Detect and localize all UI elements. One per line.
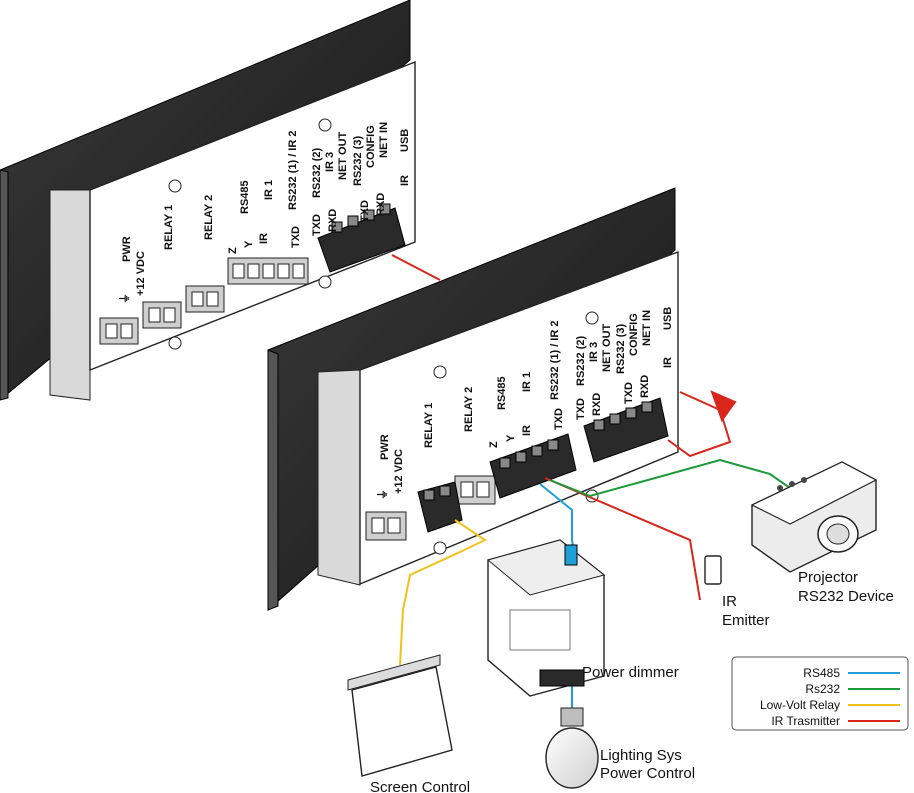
ir-emitter-label-2: Emitter (722, 612, 770, 629)
mount-hole (318, 118, 332, 132)
mount-hole (433, 365, 447, 379)
txd-label: TXD (575, 398, 587, 420)
net-out-label: NET OUT (337, 131, 349, 180)
ir-emitter-cable (544, 477, 701, 601)
ground-symbol: ⏚ (376, 489, 389, 500)
rxd-label: RXD (639, 375, 651, 398)
lighting-label-2: Power Control (600, 765, 695, 782)
pwr-label: PWR (379, 434, 391, 460)
power-dimmer: Power dimmer (486, 539, 679, 697)
front-panel: PWR +12 VDC ⏚ RELAY 1 RELAY 2 RS485 Z Y … (267, 187, 679, 612)
legend-label: IR Trasmitter (771, 714, 840, 728)
txd-label: TXD (290, 226, 302, 248)
rs485-label: RS485 (239, 180, 251, 214)
rs232-2-label: RS232 (2) (575, 336, 587, 386)
front-panel-box-side (317, 369, 361, 586)
screen-control-label: Screen Control (370, 779, 470, 793)
net-out-label: NET OUT (601, 323, 613, 372)
projection-screen: Screen Control (347, 654, 470, 793)
lighting-label-1: Lighting Sys (600, 747, 682, 764)
pwr-label: PWR (121, 236, 133, 262)
mount-hole (168, 336, 182, 350)
rear-panel-face (89, 60, 416, 372)
rs485-ir-plug (489, 433, 577, 499)
relay-cable (399, 519, 488, 666)
legend-label: Low-Volt Relay (760, 698, 840, 712)
rxd-label: RXD (327, 209, 339, 232)
relay-plug (417, 481, 463, 533)
z-label: Z (227, 247, 239, 254)
ir1-label: IR 1 (521, 372, 533, 392)
config-label: CONFIG (365, 125, 377, 168)
txd-label: TXD (311, 214, 323, 236)
front-terminal-strip (365, 475, 496, 541)
relay1-label: RELAY 1 (423, 403, 435, 448)
rear-panel-box-side (49, 189, 91, 401)
txd-label: TXD (623, 382, 635, 404)
y-label: Y (243, 240, 255, 248)
front-panel-labels: PWR +12 VDC ⏚ RELAY 1 RELAY 2 RS485 Z Y … (376, 307, 674, 500)
rs232-ir2-label: RS232 (1) / IR 2 (287, 131, 299, 210)
ir-emitter: IR Emitter (704, 555, 770, 629)
cables (391, 254, 791, 710)
legend-label: RS485 (803, 666, 840, 680)
txd-label: TXD (553, 408, 565, 430)
ir-emitter-label-1: IR (722, 593, 737, 610)
txd-label: TXD (359, 200, 371, 222)
ir-short-label: IR (258, 233, 270, 244)
rxd-label: RXD (591, 393, 603, 416)
rxd-label: RXD (375, 193, 387, 216)
mount-hole (318, 275, 332, 289)
ground-symbol: ⏚ (118, 293, 131, 304)
rs232-cable (549, 458, 791, 498)
vdc-label: +12 VDC (393, 449, 405, 494)
relay1-label: RELAY 1 (163, 205, 175, 250)
ir-loop-arrow (710, 390, 737, 423)
rear-panel-labels: PWR +12 VDC ⏚ RELAY 1 RELAY 2 RS485 Z Y … (118, 122, 411, 304)
vdc-label: +12 VDC (135, 251, 147, 296)
rs485-label: RS485 (496, 376, 508, 410)
usb-label: USB (662, 307, 674, 330)
projector-label-1: Projector (798, 569, 858, 586)
ir1-label: IR 1 (263, 180, 275, 200)
relay2-label: RELAY 2 (203, 195, 215, 240)
ir-port-label: IR (399, 175, 411, 186)
config-label: CONFIG (628, 313, 640, 356)
legend-box (731, 656, 909, 731)
mount-hole (433, 541, 447, 555)
rs232-plug (583, 397, 669, 463)
rs232-2-label: RS232 (2) (311, 148, 323, 198)
rear-panel-frame-side (0, 169, 9, 401)
ir-loop-cable (667, 391, 732, 458)
relay2-label: RELAY 2 (463, 387, 475, 432)
front-panel-frame-side (267, 349, 279, 611)
rear-plug (317, 203, 406, 273)
rear-panel: PWR +12 VDC ⏚ RELAY 1 RELAY 2 RS485 Z Y … (0, 0, 416, 401)
net-in-label: NET IN (641, 310, 653, 346)
ir-port-label: IR (662, 357, 674, 368)
z-label: Z (488, 441, 500, 448)
ir-short-label: IR (521, 425, 533, 436)
legend-label: Rs232 (805, 682, 840, 696)
net-in-label: NET IN (378, 122, 390, 158)
panel-link-cable (391, 254, 441, 281)
projector-label-2: RS232 Device (798, 588, 894, 605)
power-dimmer-label: Power dimmer (582, 664, 679, 681)
rear-terminal-strip (99, 257, 309, 345)
usb-label: USB (399, 129, 411, 152)
rs232-3-label: RS232 (3) (352, 136, 364, 186)
ir3-label: IR 3 (588, 342, 600, 362)
mount-hole (168, 179, 182, 193)
mount-hole (585, 311, 599, 325)
projector: Projector RS232 Device (750, 461, 894, 605)
light-bulb: Lighting Sys Power Control (545, 707, 695, 789)
ir3-label: IR 3 (324, 152, 336, 172)
y-label: Y (505, 434, 517, 442)
rs232-ir2-label: RS232 (1) / IR 2 (549, 321, 561, 400)
rs232-3-label: RS232 (3) (615, 324, 627, 374)
